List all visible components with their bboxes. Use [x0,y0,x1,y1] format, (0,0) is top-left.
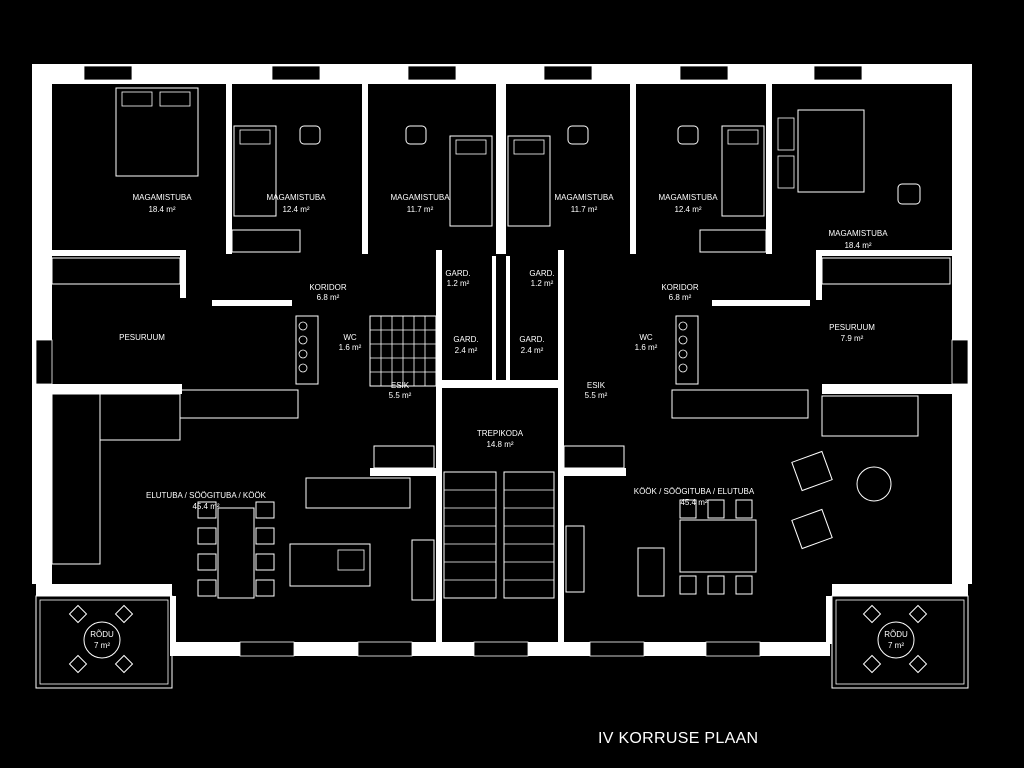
room-area: 5.5 m² [585,391,608,400]
room-label: GARD. [529,269,554,278]
wardrobes [51,229,951,285]
room-label: GARD. [519,335,544,344]
room-area: 2.4 m² [521,346,544,355]
plan-title: IV KORRUSE PLAAN [598,730,759,747]
room-area: 5.5 m² [389,391,412,400]
room-label: KÖÖK / SÖÖGITUBA / ELUTUBA [634,487,755,496]
room-label: TREPIKODA [477,429,524,438]
room-area: 7.9 m² [841,334,864,343]
room-label: ELUTUBA / SÖÖGITUBA / KÖÖK [146,491,267,500]
room-area: 11.7 m² [407,205,434,214]
room-area: 7 m² [94,641,110,650]
room-label: MAGAMISTUBA [266,193,326,202]
outer-walls [32,64,972,657]
living-furniture-right [565,395,919,597]
room-label: PESURUUM [119,333,165,342]
room-area: 6.8 m² [317,293,340,302]
beds [115,87,865,227]
room-area: 1.6 m² [339,343,362,352]
room-label: MAGAMISTUBA [390,193,450,202]
room-label: ESIK [391,381,410,390]
hall-stairs [179,389,809,469]
room-area: 45.4 m² [680,498,707,507]
room-label: RÕDU [90,630,114,639]
room-label: KORIDOR [661,283,699,292]
tiled-floors [295,315,699,387]
staircase [443,471,555,599]
room-label: GARD. [453,335,478,344]
room-label: MAGAMISTUBA [658,193,718,202]
room-label: MAGAMISTUBA [132,193,192,202]
living-furniture-left [51,393,435,601]
room-area: 11.7 m² [571,205,598,214]
balcony-right [831,595,969,689]
room-area: 45.4 m² [192,502,219,511]
room-label: ESIK [587,381,606,390]
room-area: 14.8 m² [486,440,513,449]
balcony-left [35,595,173,689]
room-label: WC [639,333,653,342]
room-label: KORIDOR [309,283,347,292]
room-area: 18.4 m² [148,205,175,214]
interior-walls [36,84,968,644]
room-area: 6.8 m² [669,293,692,302]
desk-chairs [299,125,921,205]
room-area: 2.4 m² [455,346,478,355]
room-labels: MAGAMISTUBA 18.4 m² MAGAMISTUBA 12.4 m² … [90,193,908,650]
room-area: 1.2 m² [447,279,470,288]
room-label: MAGAMISTUBA [828,229,888,238]
room-area: 12.4 m² [674,205,701,214]
room-label: GARD. [445,269,470,278]
room-label: WC [343,333,357,342]
room-area: 1.6 m² [635,343,658,352]
room-label: PESURUUM [829,323,875,332]
room-label: RÕDU [884,630,908,639]
room-area: 7 m² [888,641,904,650]
room-label: MAGAMISTUBA [554,193,614,202]
room-area: 1.2 m² [531,279,554,288]
room-area: 18.4 m² [844,241,871,250]
room-area: 12.4 m² [282,205,309,214]
